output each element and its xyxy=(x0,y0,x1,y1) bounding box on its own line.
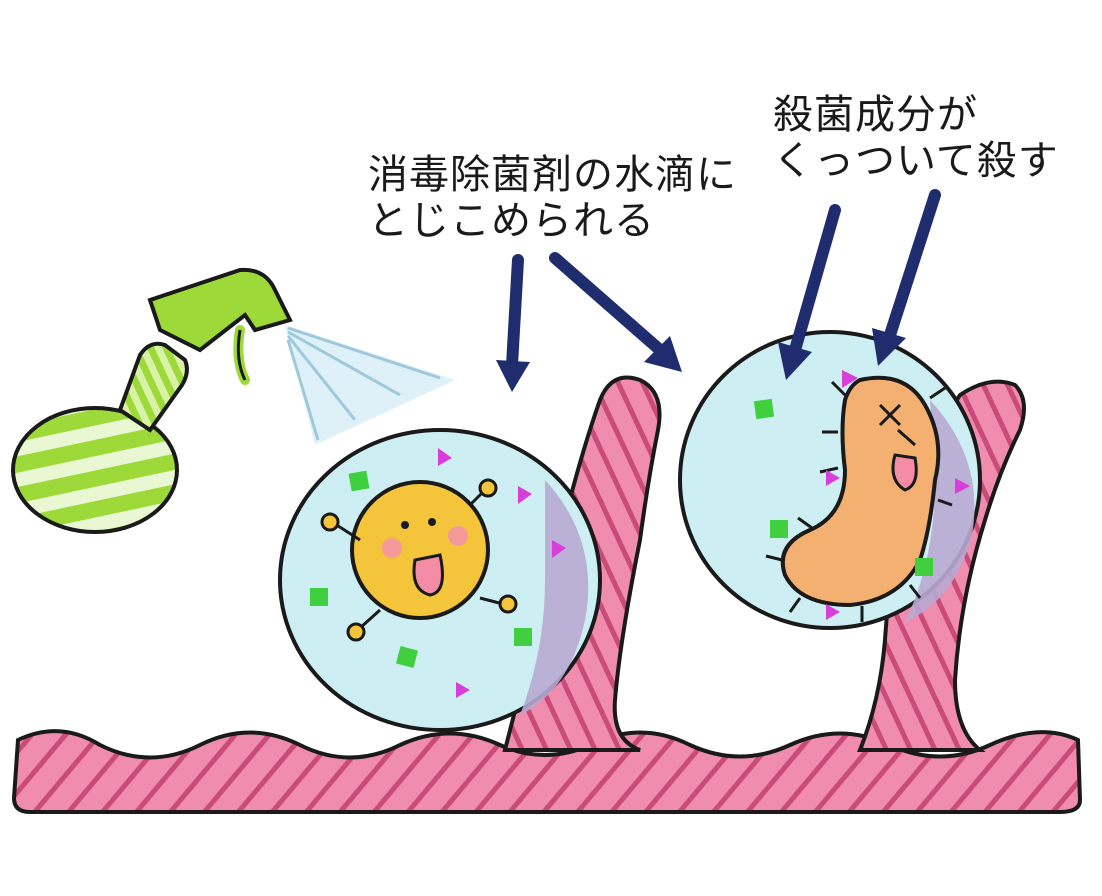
arrow-icon xyxy=(778,204,841,380)
kill-caption: 殺菌成分が くっついて殺す xyxy=(773,92,1059,184)
disinfectant-particles-left xyxy=(310,448,566,698)
disinfectant-particles-right xyxy=(753,370,970,620)
arrow-icon xyxy=(549,252,682,372)
droplet-caption-line1: 消毒除菌剤の水滴に xyxy=(368,152,737,198)
kill-caption-line1: 殺菌成分が xyxy=(773,92,978,138)
virus-icon xyxy=(320,478,518,642)
droplet-caption: 消毒除菌剤の水滴に とじこめられる xyxy=(368,152,737,244)
kill-caption-line2: くっついて殺す xyxy=(773,138,1059,184)
bacteria-icon xyxy=(765,375,953,622)
spray-bottle-icon xyxy=(11,267,293,534)
spray-mist xyxy=(285,325,455,445)
arrow-icon xyxy=(872,189,941,366)
arrow-icon xyxy=(496,254,530,392)
skin-surface xyxy=(11,729,1083,814)
droplet-caption-line2: とじこめられる xyxy=(368,198,655,244)
